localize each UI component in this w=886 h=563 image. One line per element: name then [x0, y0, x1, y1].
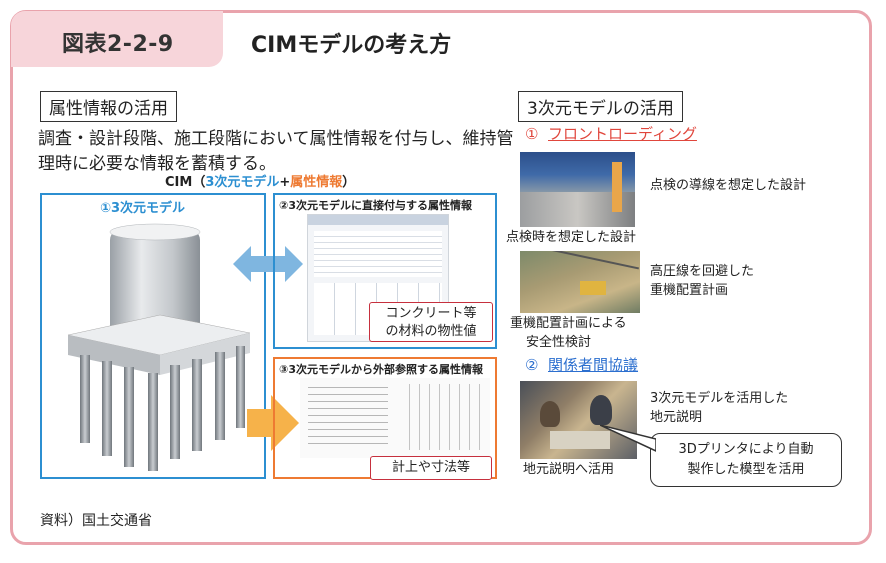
pier-3d-model-image — [67, 223, 251, 471]
section1-title: フロントローディング — [548, 125, 697, 143]
quantity-dimension-callout: 計上や寸法等 — [370, 456, 492, 480]
cim-formula: CIM（3次元モデル+属性情報） — [165, 171, 355, 190]
photo3-caption-right-1: 3次元モデルを活用した — [650, 391, 789, 406]
drawing-reference-image — [300, 378, 490, 458]
panel-external-attributes-title: ③3次元モデルから外部参照する属性情報 — [279, 363, 483, 376]
source-note: 資料）国土交通省 — [40, 513, 152, 529]
section2-marker: ② — [525, 356, 539, 374]
photo2-caption-below-2: 安全性検討 — [526, 335, 592, 350]
cim-plus: + — [279, 175, 291, 190]
figure-frame — [10, 10, 872, 545]
callout-line-2: 製作した模型を活用 — [687, 462, 805, 477]
attribute-description: 調査・設計段階、施工段階において属性情報を付与し、維持管理時に必要な情報を蓄積す… — [38, 129, 514, 174]
section1-marker: ① — [525, 125, 539, 143]
photo3-caption-below: 地元説明へ活用 — [523, 462, 615, 477]
figure-number: 図表2-2-9 — [62, 32, 174, 57]
photo3-caption-right-2: 地元説明 — [650, 410, 703, 425]
photo2-caption-right-1: 高圧線を回避した — [650, 264, 755, 279]
frontloading-section-title: ① フロントローディング — [525, 123, 697, 144]
cim-prefix: CIM（ — [165, 175, 206, 190]
callout-pointer — [600, 425, 656, 452]
panel-direct-attributes-title: ②3次元モデルに直接付与する属性情報 — [279, 199, 472, 212]
material-property-callout: コンクリート等の材料の物性値 — [369, 302, 493, 342]
figure-number-tab — [11, 11, 223, 67]
callout-line-1: 3Dプリンタにより自動 — [678, 442, 814, 457]
panel-3d-model — [40, 193, 266, 479]
cim-suffix: ） — [342, 175, 356, 190]
photo1-caption-below: 点検時を想定した設計 — [506, 230, 637, 245]
cim-attribute-text: 属性情報 — [290, 175, 343, 190]
figure-title: CIMモデルの考え方 — [251, 33, 452, 58]
panel-direct-attributes — [273, 193, 497, 349]
3d-printer-model-callout: 3Dプリンタにより自動 製作した模型を活用 — [650, 433, 842, 487]
photo2-caption-below-1: 重機配置計画による — [510, 316, 627, 331]
inspection-design-photo — [520, 152, 635, 227]
3d-model-usage-heading: 3次元モデルの活用 — [518, 91, 683, 122]
photo1-caption-right: 点検の導線を想定した設計 — [650, 178, 807, 193]
stakeholder-section-title: ② 関係者間協議 — [525, 354, 638, 375]
photo2-caption-right-2: 重機配置計画 — [650, 283, 729, 298]
local-briefing-photo — [520, 381, 637, 459]
section2-title: 関係者間協議 — [548, 356, 639, 374]
double-arrow-icon — [233, 246, 303, 282]
heavy-machinery-plan-photo — [520, 251, 640, 313]
material-property-text: コンクリート等の材料の物性値 — [385, 306, 477, 339]
cim-model-text: 3次元モデル — [205, 175, 280, 190]
panel-3d-model-title: ①3次元モデル — [100, 201, 186, 216]
attribute-info-heading: 属性情報の活用 — [40, 91, 177, 122]
